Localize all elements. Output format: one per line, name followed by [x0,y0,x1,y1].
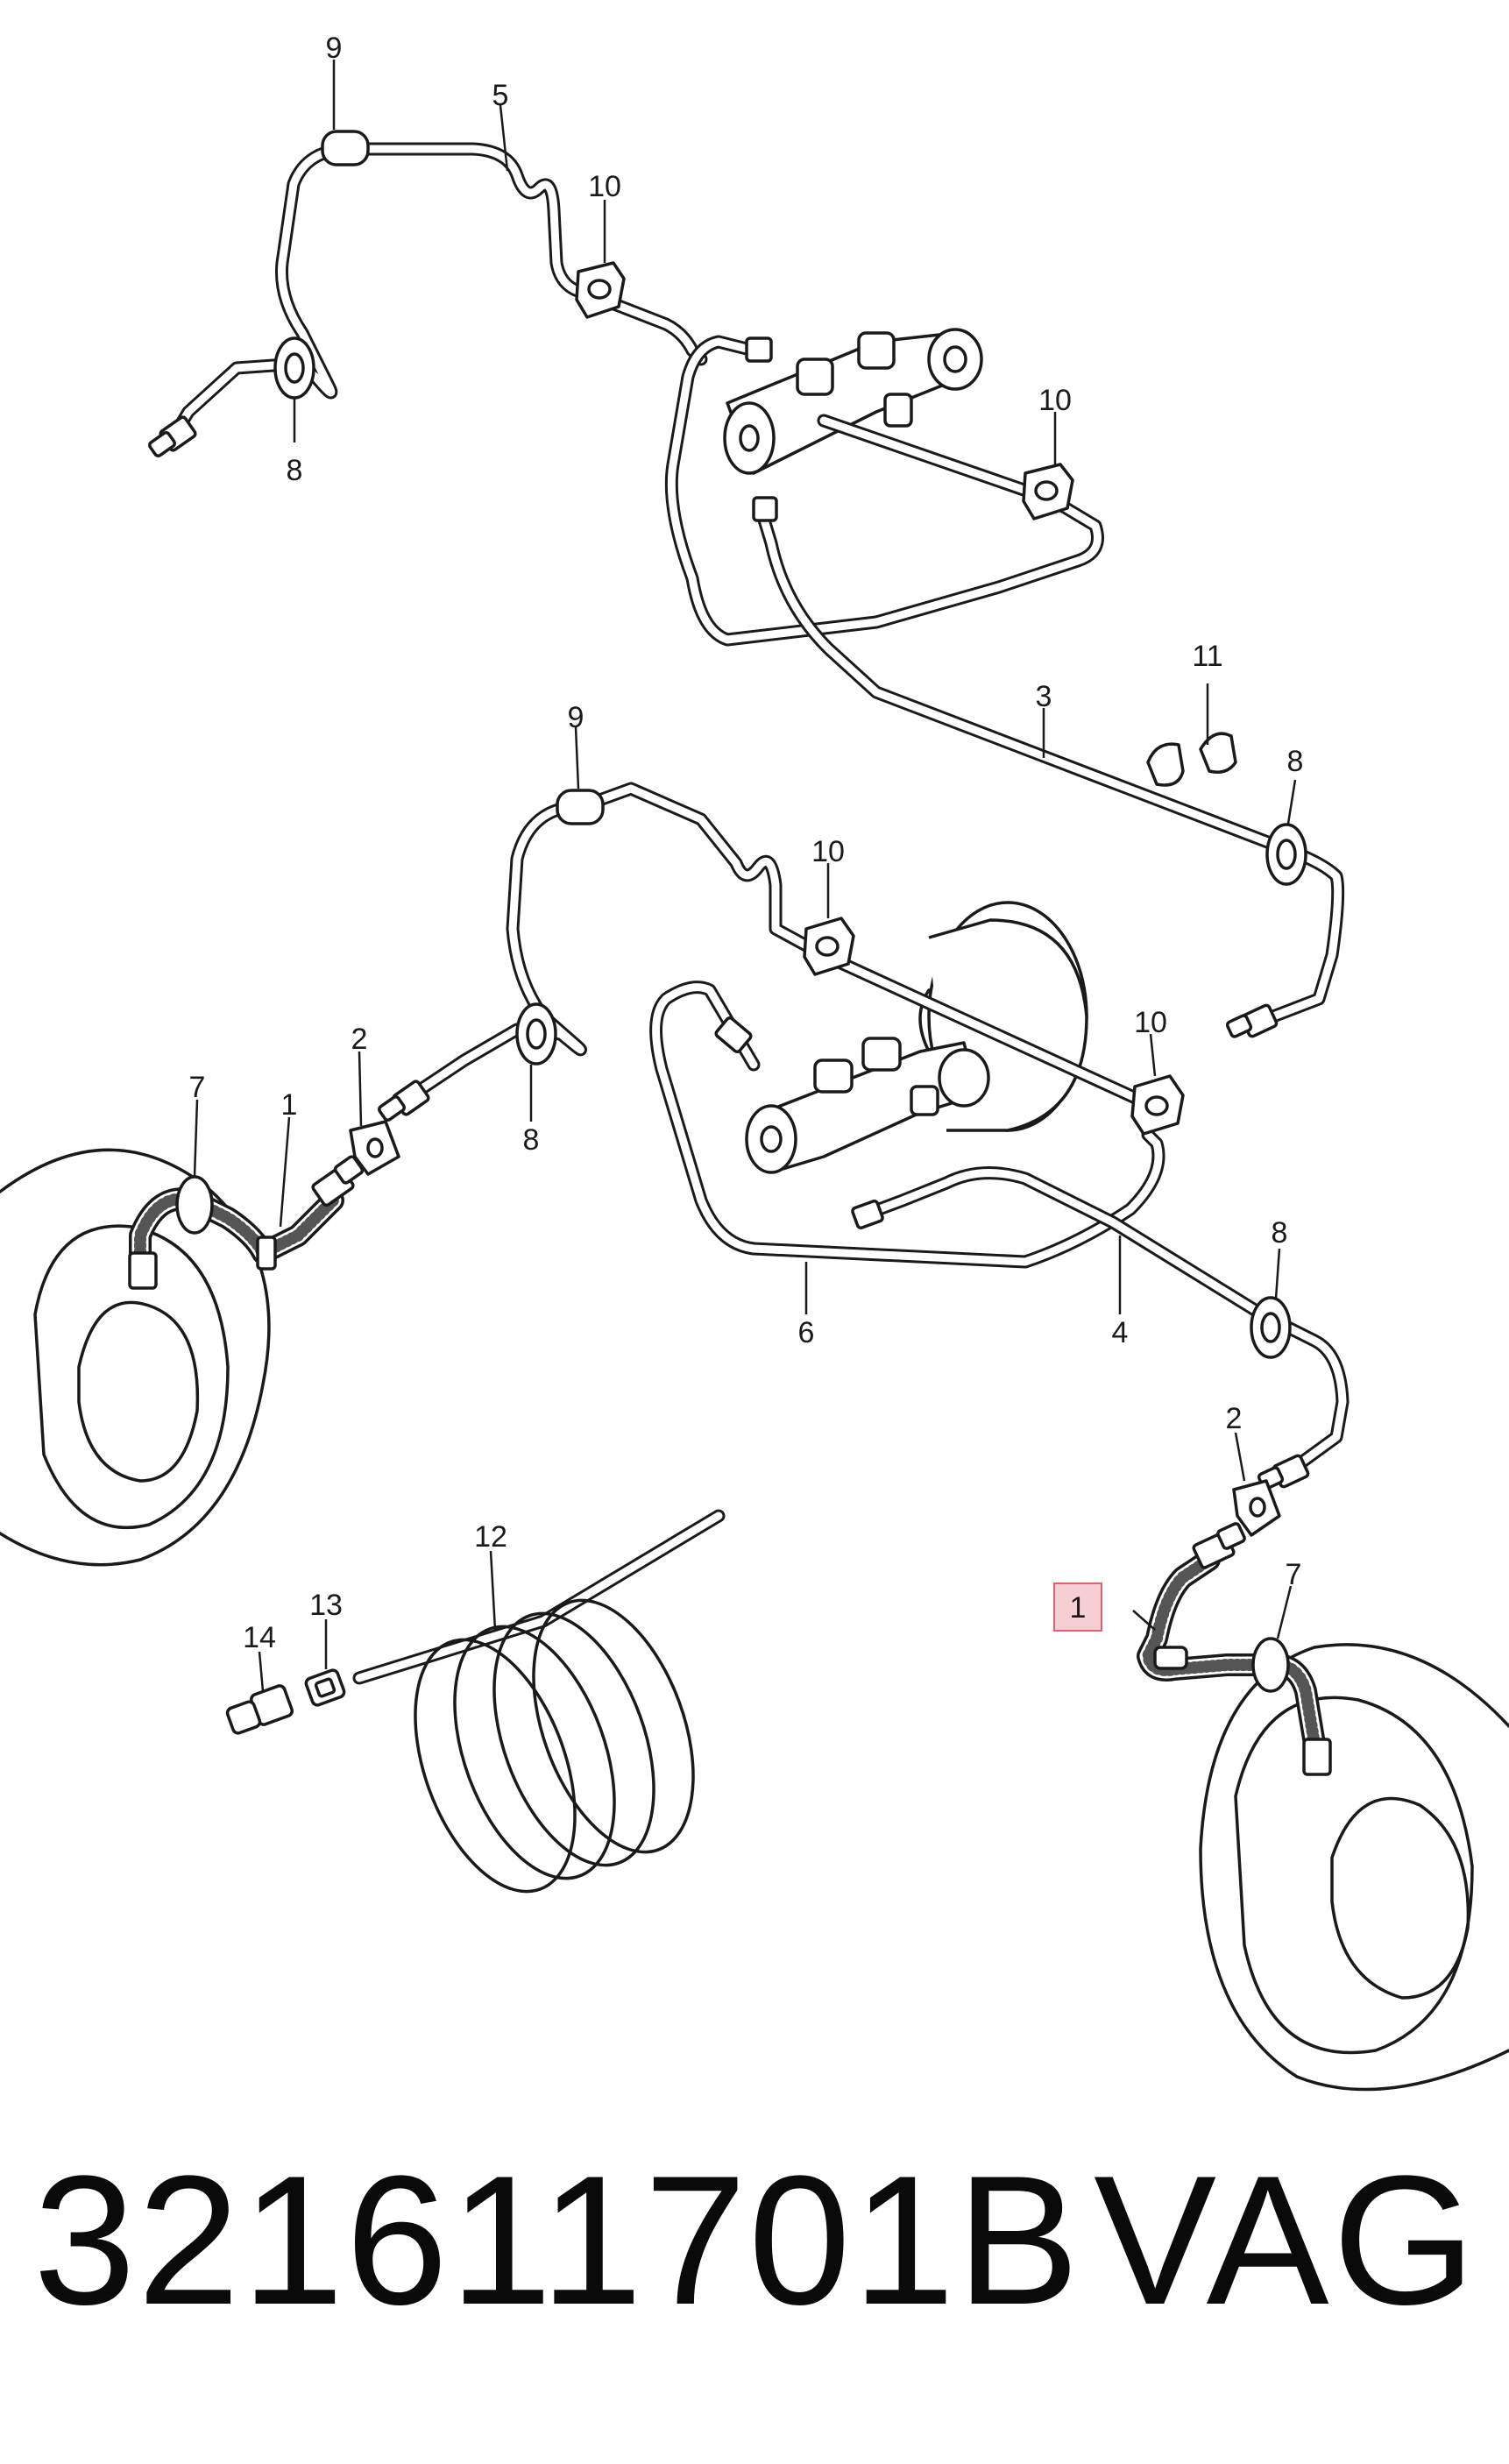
callout-9-main: 9 [568,701,584,734]
clip-10-upper-a [575,261,626,319]
upper-assembly [148,130,1345,1038]
pipe-nut-upper-left [148,415,197,458]
master-cylinder-upper [723,328,983,475]
callout-10-main-b: 10 [1134,1006,1167,1039]
callout-1-highlight-box [1053,1582,1102,1632]
callout-10-upper-b: 10 [1038,384,1072,417]
callout-7-right: 7 [1286,1558,1302,1591]
callout-2-left: 2 [351,1023,368,1056]
nut-upper-cyl [745,336,773,363]
callout-10-upper-a: 10 [588,170,621,203]
nut-pipe-3-top [752,496,778,522]
hose-fitting-left [311,1155,365,1207]
clip-10-upper-b [1022,463,1074,520]
callout-2-right: 2 [1226,1402,1243,1435]
bracket-2-left [349,1120,400,1176]
brand-name: VAG [1094,2137,1479,2343]
grommet-8-left-main [515,1002,557,1066]
grommet-8-right-top [1265,823,1307,886]
callout-9-upper: 9 [326,32,343,65]
sleeve-9-main [556,789,605,825]
hose-clip-left [256,1236,277,1271]
pipe-nut-left-main [378,1080,430,1122]
callout-5: 5 [492,79,509,112]
right-wheel [1137,1479,1509,2092]
bracket-2-right [1232,1479,1281,1537]
callouts: 9 5 10 8 10 3 11 8 9 10 10 2 7 1 8 6 4 8… [189,32,1304,1654]
grommet-8-right-main [1250,1296,1292,1359]
brake-line-diagram: 9 5 10 8 10 3 11 8 9 10 10 2 7 1 8 6 4 8… [0,32,1509,2092]
leader-lines [193,60,1297,1692]
callout-8-right-top: 8 [1287,745,1304,778]
brake-pipe-9-main [405,782,1164,1120]
pipe-nut-4-a [851,1199,884,1230]
grommet-7-right [1251,1637,1290,1693]
pipe-nut-6-a [714,1016,753,1054]
callout-13: 13 [309,1589,343,1622]
callout-8-right-main: 8 [1272,1216,1288,1250]
brake-pipe-6 [649,981,1165,1269]
callout-3: 3 [1036,680,1052,713]
brake-pipe-5 [344,142,708,366]
wheel-nut-left [128,1251,158,1290]
callout-8-left-main: 8 [523,1123,540,1157]
pipe-nut-right-mid [1225,1003,1279,1038]
clip-10-main-a [803,917,855,976]
brake-pipe-9-upper [168,142,358,441]
main-assembly [378,782,1350,1490]
clip-10-main-b [1130,1074,1185,1136]
master-cylinder [745,1037,990,1174]
callout-10-main-a: 10 [811,835,845,868]
brake-pipe-4 [861,1166,1350,1479]
callout-1-left: 1 [281,1088,298,1122]
callout-11: 11 [1192,640,1222,673]
callout-7-left: 7 [189,1071,206,1104]
grommet-8-upper [273,336,315,400]
callout-6: 6 [798,1316,815,1349]
callout-1-right-highlighted: 1 [1070,1591,1087,1625]
coiled-pipe-12 [352,1509,726,1894]
callout-12: 12 [474,1520,507,1554]
callout-8-upper: 8 [287,454,303,487]
left-wheel [0,1120,400,1567]
brake-pipe-upper-loop [664,335,1104,647]
part-number: 321611701B [33,2137,1081,2343]
brake-pipe-3 [754,501,1345,1028]
callout-4: 4 [1112,1316,1129,1349]
fitting-14 [225,1684,294,1735]
brake-hose-1-left [129,1187,344,1282]
callout-14: 14 [243,1621,276,1654]
hose-clip-right [1153,1646,1188,1670]
grommet-7-left [175,1175,214,1235]
clip-11 [1146,732,1237,787]
hose-fitting-right [1192,1522,1246,1569]
wheel-nut-right [1302,1738,1332,1776]
sleeve-9-upper [321,130,370,166]
fitting-13 [304,1668,346,1707]
